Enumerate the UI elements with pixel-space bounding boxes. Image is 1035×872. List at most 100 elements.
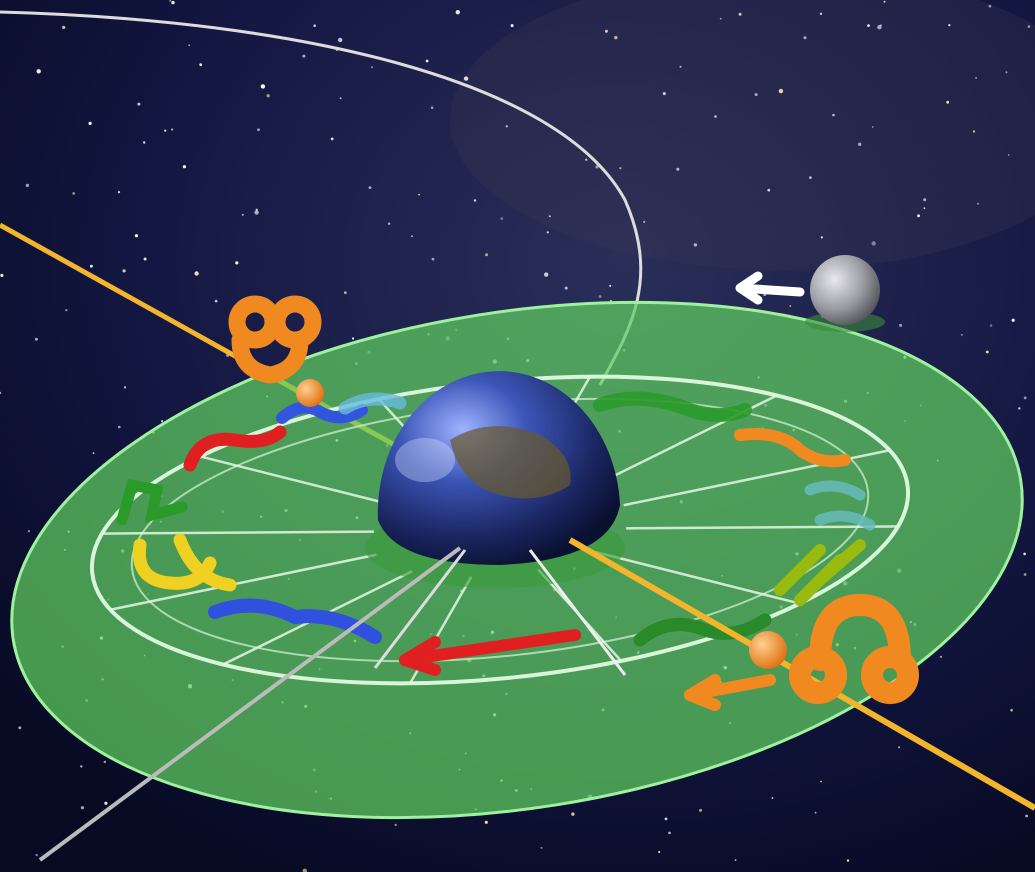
star	[1023, 396, 1027, 400]
star	[302, 868, 307, 872]
star	[1011, 318, 1015, 322]
star	[0, 273, 4, 277]
star	[548, 215, 551, 218]
section-divider	[594, 550, 801, 605]
star	[313, 24, 317, 28]
star	[899, 323, 903, 327]
star	[254, 210, 259, 215]
star	[214, 299, 218, 303]
zodiac-glyph-2-icon	[183, 425, 287, 472]
star	[948, 24, 951, 27]
star	[803, 36, 807, 40]
south-node-point	[749, 631, 787, 669]
star	[977, 202, 979, 205]
star	[134, 234, 138, 238]
star	[182, 165, 186, 169]
south-node-icon	[789, 593, 919, 704]
star	[387, 222, 391, 225]
star	[473, 199, 477, 202]
north-node-icon	[228, 295, 322, 384]
star	[643, 220, 646, 223]
star	[430, 106, 434, 110]
star	[368, 186, 372, 190]
star	[330, 137, 334, 141]
star	[883, 0, 886, 3]
star	[338, 37, 343, 43]
star	[92, 452, 95, 454]
star	[199, 63, 203, 67]
star	[1018, 407, 1021, 410]
star	[778, 88, 784, 94]
star	[619, 167, 622, 170]
zodiac-glyph-5-icon	[208, 598, 382, 644]
star	[339, 97, 342, 100]
star	[540, 846, 543, 849]
star	[137, 102, 141, 106]
star	[302, 54, 306, 58]
star	[699, 808, 703, 812]
zodiac-glyph-12-icon	[338, 392, 407, 415]
star	[65, 309, 68, 312]
star	[767, 188, 771, 192]
star	[0, 391, 2, 395]
star	[820, 236, 823, 239]
lunar-orbit-front-3	[528, 549, 627, 676]
star	[771, 797, 774, 799]
zodiac-glyph-1-icon	[276, 401, 368, 424]
zodiac-glyph-10-icon	[804, 480, 876, 531]
star	[923, 207, 926, 210]
zodiac-glyph-6-icon	[399, 629, 581, 676]
star	[917, 214, 920, 218]
star	[1025, 814, 1028, 818]
star	[585, 158, 588, 161]
star	[609, 284, 612, 287]
zodiac-glyph-11-icon	[593, 391, 752, 422]
star	[789, 305, 792, 307]
star	[975, 76, 978, 79]
star	[1007, 154, 1010, 156]
section-divider	[101, 530, 374, 535]
star	[867, 24, 870, 27]
star	[122, 269, 126, 273]
star	[103, 760, 107, 764]
star	[255, 208, 258, 211]
star	[161, 420, 164, 423]
star	[961, 334, 963, 336]
star	[235, 261, 239, 265]
north-node-point	[296, 379, 324, 407]
star	[27, 530, 30, 533]
star	[923, 198, 927, 202]
milky-way-band	[450, 0, 1035, 270]
star	[500, 217, 504, 220]
star	[658, 850, 661, 854]
star	[343, 291, 347, 294]
star	[88, 121, 92, 125]
star	[604, 29, 608, 33]
star	[484, 820, 488, 824]
star	[143, 257, 147, 261]
star	[36, 69, 41, 74]
star	[571, 812, 575, 816]
star	[662, 92, 666, 96]
earth-continent	[450, 426, 571, 499]
star	[485, 253, 489, 257]
star	[169, 0, 172, 2]
star	[832, 113, 835, 117]
star	[871, 241, 876, 246]
star	[117, 191, 121, 194]
star	[546, 231, 549, 234]
zodiac-glyph-8-icon	[734, 428, 851, 468]
star	[80, 806, 84, 810]
zodiac-glyph-3-icon	[116, 478, 188, 526]
star	[858, 142, 862, 146]
star	[1005, 71, 1008, 74]
star	[72, 192, 75, 195]
star	[595, 165, 599, 169]
star	[143, 141, 146, 144]
lunar-orbit-front-2	[373, 549, 467, 669]
moon-icon	[810, 255, 880, 325]
star	[25, 183, 30, 188]
star	[544, 272, 549, 277]
star	[62, 25, 66, 29]
